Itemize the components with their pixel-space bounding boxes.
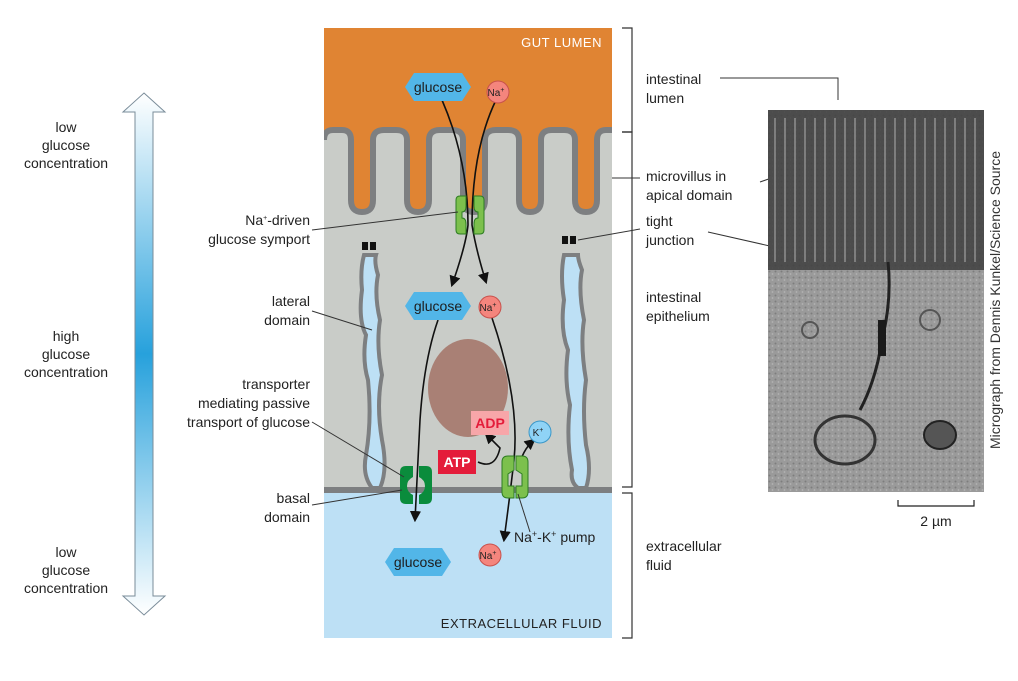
na-glucose-symport — [455, 195, 485, 235]
svg-text:glucose: glucose — [42, 346, 90, 362]
extracellular-fluid-label: extracellular fluid — [646, 538, 722, 573]
svg-text:Na+: Na+ — [480, 550, 497, 562]
na-k-pump — [501, 455, 529, 499]
leader-lines-left — [311, 211, 531, 533]
brackets-right — [622, 27, 633, 639]
passive-transporter-label: transporter mediating passive transport … — [187, 376, 310, 430]
svg-text:apical domain: apical domain — [646, 187, 732, 203]
glucose-extracellular: glucose — [385, 548, 451, 576]
svg-text:epithelium: epithelium — [646, 308, 710, 324]
svg-text:transport of glucose: transport of glucose — [187, 414, 310, 430]
scale-bar: 2 µm — [897, 500, 975, 529]
svg-text:Na+: Na+ — [488, 87, 505, 99]
svg-text:fluid: fluid — [646, 557, 672, 573]
sodium-ion-cytoplasm: Na+ — [478, 295, 502, 319]
lateral-space-right — [560, 253, 591, 490]
svg-text:transporter: transporter — [242, 376, 310, 392]
extracellular-region — [324, 480, 612, 638]
electron-micrograph — [768, 110, 984, 492]
microvillus-label: microvillus in apical domain — [646, 168, 732, 203]
tight-junction-right — [562, 236, 576, 244]
svg-text:extracellular: extracellular — [646, 538, 722, 554]
tight-junction-label: tight junction — [645, 213, 694, 248]
svg-text:microvillus in: microvillus in — [646, 168, 726, 184]
svg-text:low: low — [55, 544, 77, 560]
svg-text:ATP: ATP — [444, 454, 471, 470]
svg-text:concentration: concentration — [24, 580, 108, 596]
concentration-gradient-arrow — [121, 92, 167, 616]
svg-text:high: high — [53, 328, 79, 344]
svg-text:domain: domain — [264, 312, 310, 328]
svg-text:intestinal: intestinal — [646, 289, 701, 305]
svg-text:mediating passive: mediating passive — [198, 395, 310, 411]
micrograph-credit: Micrograph from Dennis Kunkel/Science So… — [987, 151, 1003, 449]
svg-text:lumen: lumen — [646, 90, 684, 106]
adp-box: ADP — [471, 411, 509, 435]
svg-text:concentration: concentration — [24, 364, 108, 380]
glucose-lumen: glucose — [405, 73, 471, 101]
svg-text:intestinal: intestinal — [646, 71, 701, 87]
svg-text:K+: K+ — [533, 427, 544, 439]
na-k-pump-label: Na+-K+ pump — [514, 529, 596, 545]
lateral-domain-label: lateral domain — [264, 293, 310, 328]
svg-text:low: low — [55, 119, 77, 135]
basal-domain-label: basal domain — [264, 490, 310, 525]
svg-text:junction: junction — [645, 232, 694, 248]
gradient-label-bottom: low glucose concentration — [24, 544, 108, 596]
svg-text:tight: tight — [646, 213, 673, 229]
svg-text:basal: basal — [277, 490, 310, 506]
svg-text:2 µm: 2 µm — [920, 513, 951, 529]
gradient-label-middle: high glucose concentration — [24, 328, 108, 380]
transport-arrows — [409, 99, 536, 543]
svg-text:lateral: lateral — [272, 293, 310, 309]
gradient-label-top: low glucose concentration — [24, 119, 108, 171]
gut-lumen-label: GUT LUMEN — [521, 35, 602, 50]
extracellular-fluid-region-label: EXTRACELLULAR FLUID — [441, 616, 602, 631]
svg-text:glucose: glucose — [42, 562, 90, 578]
svg-text:concentration: concentration — [24, 155, 108, 171]
svg-text:domain: domain — [264, 509, 310, 525]
symport-label: Na+-driven glucose symport — [208, 212, 310, 247]
intestinal-epithelium-label: intestinal epithelium — [646, 289, 710, 324]
sodium-ion-lumen: Na+ — [486, 80, 510, 104]
svg-text:glucose symport: glucose symport — [208, 231, 310, 247]
svg-text:glucose: glucose — [414, 79, 462, 95]
svg-text:glucose: glucose — [42, 137, 90, 153]
svg-text:Na+-K+ pump: Na+-K+ pump — [514, 529, 596, 545]
atp-box: ATP — [438, 450, 476, 474]
passive-glucose-transporter — [400, 466, 432, 504]
svg-text:ADP: ADP — [475, 415, 505, 431]
intestinal-lumen-label: intestinal lumen — [646, 71, 701, 106]
svg-text:Na+: Na+ — [480, 302, 497, 314]
svg-text:Na+-driven: Na+-driven — [245, 212, 310, 228]
svg-text:glucose: glucose — [394, 554, 442, 570]
potassium-ion: K+ — [528, 420, 552, 444]
glucose-cytoplasm: glucose — [405, 292, 471, 320]
tight-junction-left — [362, 242, 376, 250]
cell-panel: GUT LUMEN EXTRACELLULAR FLUID glucose gl… — [324, 28, 612, 638]
svg-text:glucose: glucose — [414, 298, 462, 314]
lateral-space-left — [358, 253, 387, 490]
sodium-ion-extracellular: Na+ — [478, 543, 502, 567]
